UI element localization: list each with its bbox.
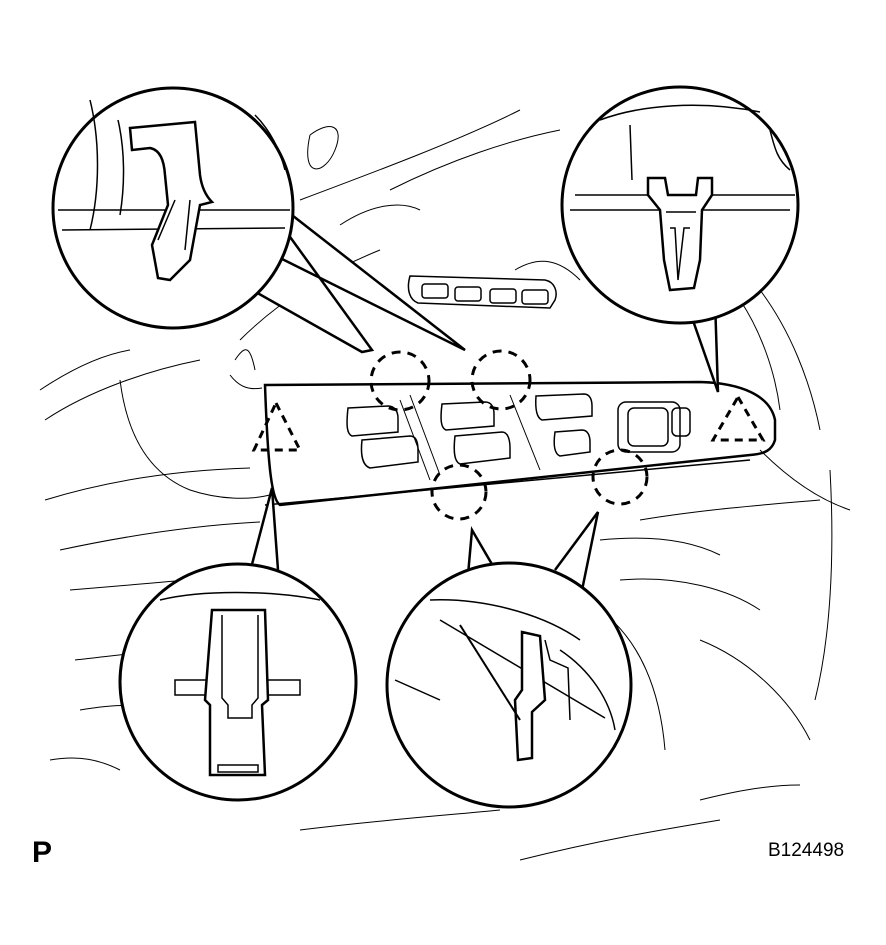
dashed-circle-1 <box>371 352 429 410</box>
dashed-circle-markers <box>371 351 647 519</box>
callout-guide-lower-left <box>120 564 356 800</box>
guide-clip-drawing <box>205 610 268 775</box>
figure-code: B124498 <box>768 840 845 861</box>
callout-claw-upper-left <box>53 88 293 328</box>
window-switch-panel <box>265 382 775 505</box>
dashed-triangle-left <box>254 403 300 450</box>
upper-switch-bezel <box>408 276 556 308</box>
callout-claw-lower-right <box>387 563 631 807</box>
dashed-circle-4 <box>593 450 647 504</box>
callout-push-clip-upper-right <box>562 87 798 323</box>
push-clip-drawing <box>648 178 712 290</box>
corner-label: P <box>32 836 53 869</box>
dashed-triangle-markers <box>254 397 763 450</box>
claw-clip-drawing <box>130 122 212 280</box>
claw-clip-lower-drawing <box>515 632 545 760</box>
dashed-circle-2 <box>472 351 530 409</box>
dashed-triangle-right <box>713 397 763 440</box>
panel-outline <box>265 382 775 505</box>
dashed-circle-3 <box>432 465 486 519</box>
